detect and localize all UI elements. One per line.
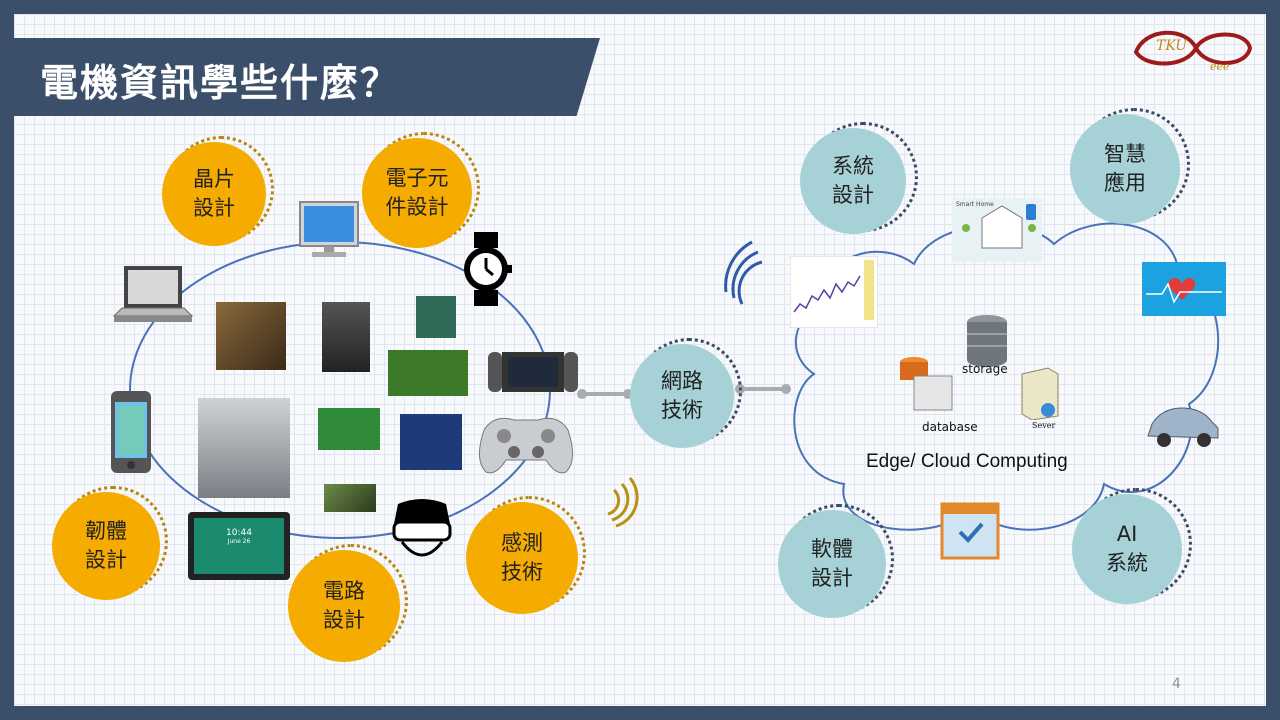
topic-network-tech: 網路 技術 <box>630 344 734 448</box>
smartphone-icon <box>111 391 151 473</box>
tku-logo: TKU eee <box>1133 30 1253 73</box>
tablet-icon: 10:44 June 26 <box>188 512 290 580</box>
tablet-date: June 26 <box>227 538 251 545</box>
slide-title: 電機資訊學些什麼？ <box>40 61 401 105</box>
chip-package-photo <box>324 484 376 512</box>
smart-home-image: Smart Home <box>952 198 1042 262</box>
cloud-computing-label: Edge/ Cloud Computing <box>866 451 1068 472</box>
topic-smart-applications: 智慧 應用 <box>1070 114 1180 224</box>
smartwatch-icon <box>464 232 512 306</box>
sensor-component-photo <box>416 296 456 338</box>
topic-circuit-design: 電路 設計 <box>288 550 400 662</box>
camera-module-photo <box>322 302 370 372</box>
svg-text:TKU: TKU <box>1156 38 1188 54</box>
slide: 電機資訊學些什麼？ TKU eee 晶片 設計 電子元 件設計 韌體 設計 電路… <box>14 14 1266 706</box>
topic-software-design: 軟體 設計 <box>778 510 886 618</box>
tablet-time: 10:44 <box>226 528 252 538</box>
topic-chip-design: 晶片 設計 <box>162 142 266 246</box>
database-label: database <box>922 420 978 434</box>
server-label: Sever <box>1032 421 1056 430</box>
page-number: 4 <box>1172 676 1181 692</box>
gamepad-icon <box>479 417 573 474</box>
phone-internals-photo <box>198 398 290 498</box>
topic-electronic-component-design: 電子元 件設計 <box>362 138 472 248</box>
circuit-board-photo <box>400 414 462 470</box>
storage-icon <box>967 315 1007 367</box>
health-monitor-image <box>1142 262 1226 316</box>
connection-lines <box>129 222 1220 539</box>
calendar-icon <box>940 502 1000 560</box>
topic-ai-systems: AI 系統 <box>1072 494 1182 604</box>
monitor-icon <box>299 201 359 257</box>
laptop-icon <box>112 266 194 322</box>
pcb-photo <box>318 408 380 450</box>
database-icon <box>900 357 953 411</box>
car-icon <box>1147 407 1219 447</box>
topic-system-design: 系統 設計 <box>800 128 906 234</box>
stock-chart-image <box>790 256 878 328</box>
svg-text:eee: eee <box>1210 60 1230 73</box>
game-console-icon <box>488 352 578 392</box>
vr-headset-icon <box>392 499 452 557</box>
cpu-chip-photo <box>216 302 286 370</box>
topic-firmware: 韌體 設計 <box>52 492 160 600</box>
storage-label: storage <box>962 362 1008 376</box>
smart-home-label: Smart Home <box>956 201 994 208</box>
memory-module-photo <box>388 350 468 396</box>
title-bar: 電機資訊學些什麼？ <box>14 38 600 116</box>
topic-sensing-tech: 感測 技術 <box>466 502 578 614</box>
server-icon <box>1021 367 1059 420</box>
